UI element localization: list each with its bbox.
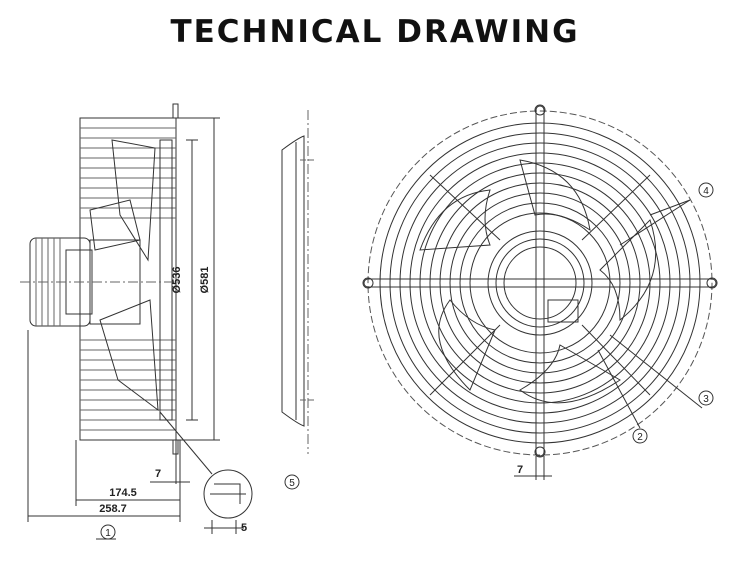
callout-circle-3 <box>698 390 714 406</box>
callout-5: 5 <box>289 478 295 489</box>
guard-grille <box>80 127 176 431</box>
callout-4: 4 <box>703 186 709 197</box>
hub <box>487 230 593 336</box>
dim-536: Ø536 <box>171 267 183 294</box>
dim-7-side: 7 <box>155 468 161 480</box>
callout-3: 3 <box>703 394 709 405</box>
dim-258-7: 258.7 <box>99 503 127 515</box>
vertical-bar <box>535 105 545 457</box>
side-view <box>20 103 253 534</box>
blade-lower <box>99 299 159 412</box>
horizontal-bar <box>363 278 717 288</box>
ring-profile <box>281 135 305 427</box>
detail-circle <box>203 469 253 519</box>
guard-frame <box>79 117 177 441</box>
blade-upper <box>111 139 156 262</box>
page-title: TECHNICAL DRAWING <box>170 14 580 50</box>
dim-581: Ø581 <box>199 267 211 294</box>
mounting-ring <box>159 139 173 421</box>
dim-5: 5 <box>241 522 247 534</box>
front-view <box>362 104 718 480</box>
callout-1: 1 <box>105 528 111 539</box>
callout-circle-5 <box>284 474 300 490</box>
callout-circle-4 <box>698 182 714 198</box>
dim-174-5: 174.5 <box>109 487 137 499</box>
dim-7-front: 7 <box>517 464 523 476</box>
outer-dashed-circle <box>367 110 713 456</box>
top-lug <box>172 103 179 119</box>
section-view <box>281 110 316 454</box>
callout-2: 2 <box>637 432 643 443</box>
callout-circle-2 <box>632 428 648 444</box>
